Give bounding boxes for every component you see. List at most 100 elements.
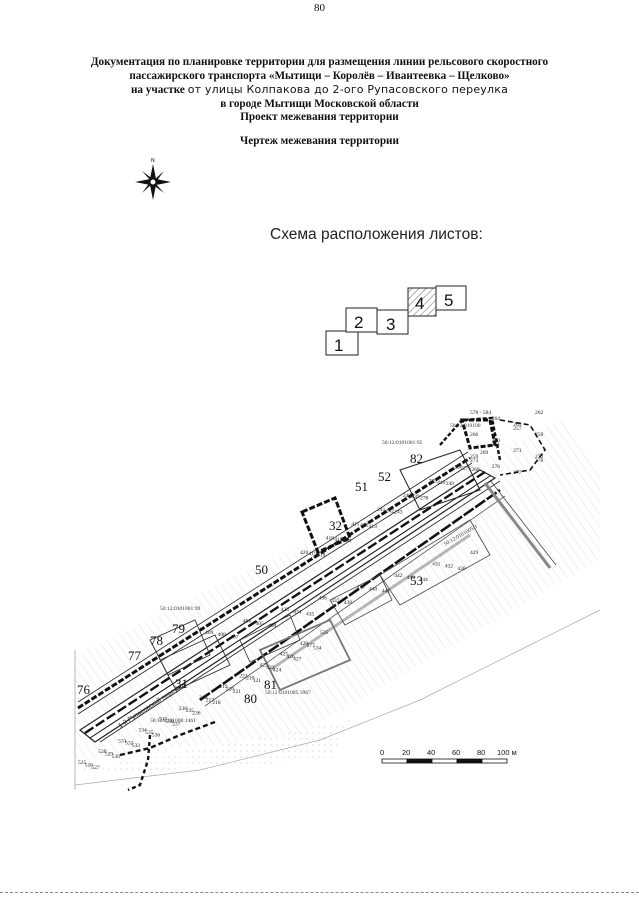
zone-31: 31 bbox=[175, 676, 188, 691]
point-label: 272 bbox=[535, 454, 544, 460]
point-label: 249 bbox=[446, 481, 455, 487]
point-label: 275 bbox=[463, 466, 472, 472]
point-label: 411 bbox=[351, 521, 359, 527]
point-label: 222 bbox=[239, 673, 248, 679]
sheet-5 bbox=[435, 285, 467, 311]
point-label: 530 bbox=[112, 754, 121, 760]
scale-bar: 0 20 40 60 80 100 м bbox=[380, 748, 517, 764]
cadastral-label: 50:12:010100 bbox=[450, 423, 481, 429]
point-label: 238 bbox=[179, 706, 188, 712]
point-label: 217 bbox=[206, 697, 215, 703]
compass-rose-icon: N bbox=[135, 158, 171, 200]
scale-tick: 80 bbox=[477, 748, 485, 757]
point-label: 412 bbox=[360, 523, 369, 529]
point-label: 269 bbox=[480, 450, 489, 456]
point-label: 406 bbox=[243, 619, 252, 625]
cadastral-label: 50:12:0101001:99 bbox=[160, 606, 201, 612]
point-label: 407 bbox=[230, 634, 239, 640]
point-label: 535 bbox=[320, 630, 329, 636]
point-label: 219 bbox=[219, 684, 228, 690]
point-label: 425 bbox=[280, 652, 289, 658]
point-label: 442 bbox=[394, 573, 403, 579]
point-label: 263 bbox=[513, 422, 522, 428]
point-label: 443 bbox=[407, 575, 416, 581]
point-label: 423 bbox=[266, 665, 275, 671]
point-label: 436 bbox=[319, 596, 328, 602]
point-label: 271 bbox=[513, 448, 522, 454]
zone-82: 82 bbox=[410, 451, 423, 466]
point-label: 528 bbox=[98, 749, 107, 755]
point-label: 416 bbox=[326, 536, 335, 542]
title-line-4: в городе Мытищи Московской области bbox=[220, 97, 419, 110]
point-label: 430 bbox=[457, 566, 466, 572]
title-line-3: на участке от улицы Колпакова до 2-ого Р… bbox=[0, 83, 639, 98]
point-label: 236 bbox=[192, 711, 201, 717]
point-label: 531 bbox=[118, 738, 127, 744]
point-label: 243 bbox=[394, 510, 403, 516]
point-label: 218 bbox=[212, 700, 221, 706]
zone-79: 79 bbox=[172, 621, 185, 636]
zone-50: 50 bbox=[255, 562, 268, 577]
scale-tick: 20 bbox=[402, 748, 410, 757]
point-label: 532 bbox=[125, 741, 134, 747]
zone-52: 52 bbox=[378, 469, 391, 484]
zone-51: 51 bbox=[355, 479, 368, 494]
point-label: 418 bbox=[317, 553, 326, 559]
point-label: 256 bbox=[454, 464, 463, 470]
scale-tick: 100 м bbox=[497, 748, 517, 757]
point-label: 242 bbox=[386, 508, 395, 514]
point-label: 235 bbox=[186, 708, 195, 714]
scale-tick: 40 bbox=[427, 748, 435, 757]
point-label: 422 bbox=[260, 663, 269, 669]
point-label: 241 bbox=[377, 507, 386, 513]
point-label: 433 bbox=[281, 607, 290, 613]
zone-81: 81 bbox=[264, 677, 277, 692]
point-label: 277 bbox=[307, 643, 316, 649]
point-label: 441 bbox=[382, 589, 391, 595]
sheet-4-label: 4 bbox=[415, 294, 424, 313]
point-label: 434 bbox=[293, 609, 302, 615]
zone-32: 32 bbox=[329, 518, 342, 533]
point-label: 534 bbox=[139, 728, 148, 734]
zone-numbers: 82 52 51 32 50 53 79 78 77 76 31 81 80 bbox=[77, 451, 423, 706]
drawing-title: Чертеж межевания территории bbox=[240, 135, 399, 147]
zone-77: 77 bbox=[128, 648, 142, 663]
zone-76: 76 bbox=[77, 682, 91, 697]
sheet-5-label: 5 bbox=[444, 291, 453, 310]
title-line-5: Проект межевания территории bbox=[240, 111, 399, 123]
point-label: 404 bbox=[268, 623, 277, 629]
point-label: 537 bbox=[159, 717, 168, 723]
point-label: 276 bbox=[492, 464, 501, 470]
sheet-2-label: 2 bbox=[354, 313, 363, 332]
point-label: 405 bbox=[256, 621, 265, 627]
point-label: 266 bbox=[470, 432, 479, 438]
point-label: 428 bbox=[300, 641, 309, 647]
point-label: 435 bbox=[306, 612, 315, 618]
point-label: 426 bbox=[286, 654, 295, 660]
point-label: 210 bbox=[246, 676, 255, 682]
point-label: 427 bbox=[293, 656, 302, 662]
point-label: 414 bbox=[343, 538, 352, 544]
point-label: 440 bbox=[369, 587, 378, 593]
document-title: Документация по планировке территории дл… bbox=[0, 56, 639, 125]
point-label: 444 bbox=[420, 577, 429, 583]
point-label: 273 bbox=[470, 458, 479, 464]
point-label: 240 bbox=[403, 493, 412, 499]
point-label: 420 bbox=[300, 550, 309, 556]
point-labels: 578 - 5842642632622662602572582592612712… bbox=[78, 410, 544, 771]
point-label: 278 bbox=[535, 458, 544, 464]
point-label: 535 bbox=[145, 730, 154, 736]
point-label: 278 bbox=[420, 495, 429, 501]
point-label: 578 - 584 bbox=[470, 410, 491, 416]
title-line-3-handwritten: от улицы Колпакова до 2-ого Рупасовского… bbox=[187, 83, 509, 96]
sheet-4 bbox=[407, 287, 437, 317]
sheet-3 bbox=[376, 309, 409, 335]
point-label: 431 bbox=[432, 561, 441, 567]
point-label: 259 bbox=[470, 454, 479, 460]
point-label: 277 bbox=[513, 470, 522, 476]
page-number: 80 bbox=[314, 2, 325, 14]
point-label: 533 bbox=[132, 743, 141, 749]
cadastral-label: 50:12:0101008:1461 bbox=[150, 718, 196, 724]
point-label: 415 bbox=[334, 537, 343, 543]
